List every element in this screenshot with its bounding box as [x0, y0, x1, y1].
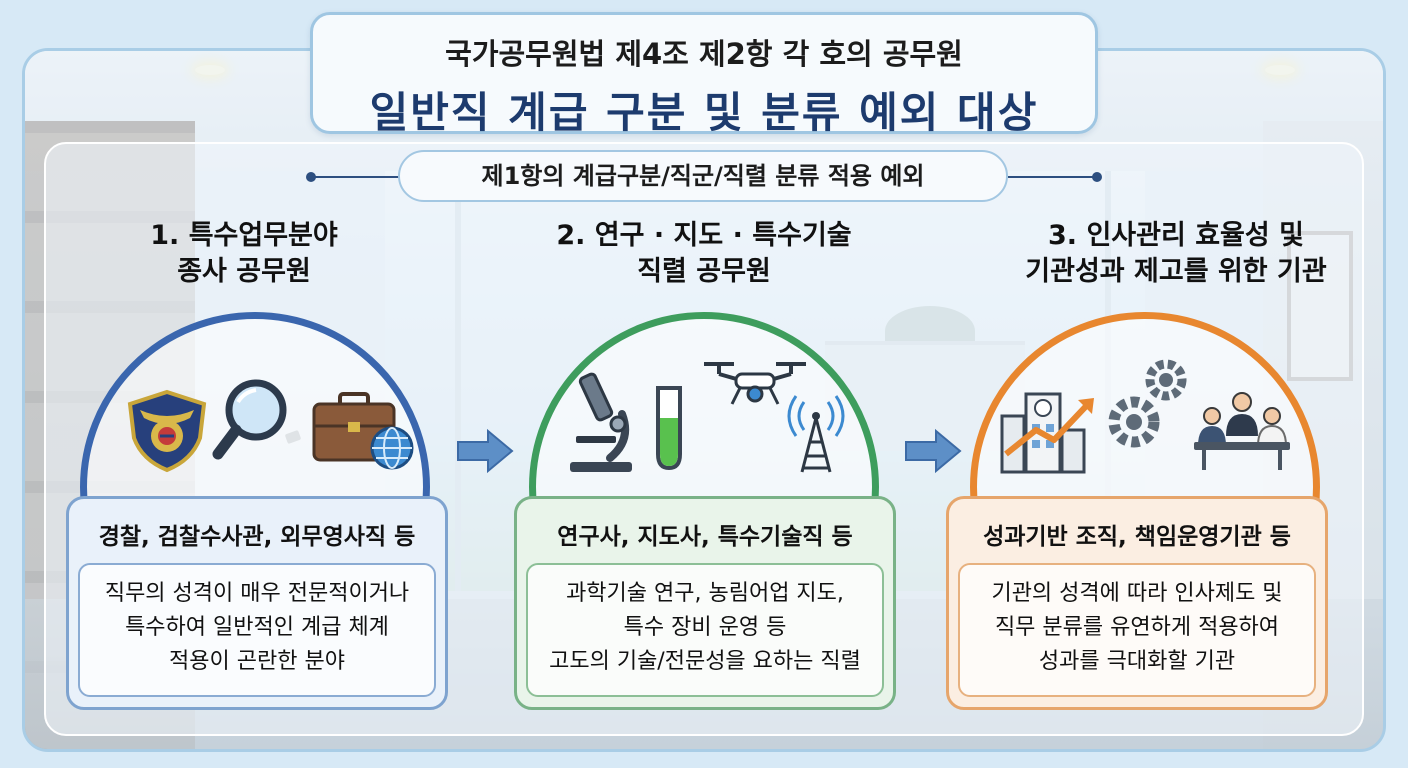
radio-tower-icon: [787, 395, 845, 473]
column-1-title-line: 종사 공무원: [177, 256, 311, 287]
column-2-description-line: 과학기술 연구, 농림어업 지도,: [566, 581, 844, 606]
column-2-title: 2. 연구 · 지도 · 특수기술 직렬 공무원: [524, 218, 884, 290]
subtitle-line-right: [1008, 176, 1096, 178]
police-badge-icon: [127, 389, 207, 473]
arrow-right-icon: [457, 428, 514, 474]
microscope-icon: [570, 372, 632, 472]
ceiling-light: [1265, 65, 1295, 75]
briefcase-globe-icon: [312, 392, 414, 470]
building-growth-icon: [1000, 392, 1094, 474]
column-1-description-line: 직무의 성격이 매우 전문적이거나: [104, 581, 410, 606]
column-2-description-line: 고도의 기술/전문성을 요하는 직렬: [549, 649, 861, 674]
subtitle-dot-right: [1092, 172, 1102, 182]
column-2-title-line: 2. 연구 · 지도 · 특수기술: [556, 220, 852, 251]
drone-icon: [704, 362, 806, 405]
test-tube-icon: [656, 386, 682, 471]
title-line-2: 일반직 계급 구분 및 분류 예외 대상: [369, 88, 1039, 137]
column-3-box: 성과기반 조직, 책임운영기관 등 기관의 성격에 따라 인사제도 및 직무 분…: [946, 496, 1328, 710]
magnifier-icon: [212, 379, 301, 460]
subtitle: 제1항의 계급구분/직군/직렬 분류 적용 예외: [398, 150, 1008, 202]
column-3-title-line: 3. 인사관리 효율성 및: [1048, 220, 1304, 251]
column-3-description-line: 성과를 극대화할 기관: [1038, 649, 1236, 674]
column-3-title: 3. 인사관리 효율성 및 기관성과 제고를 위한 기관: [976, 218, 1376, 290]
column-2-examples: 연구사, 지도사, 특수기술직 등: [557, 524, 853, 550]
column-2-description: 과학기술 연구, 농림어업 지도, 특수 장비 운영 등 고도의 기술/전문성을…: [526, 563, 884, 697]
column-1-description-line: 특수하여 일반적인 계급 체계: [125, 615, 389, 640]
subtitle-dot-left: [306, 172, 316, 182]
column-1-box: 경찰, 검찰수사관, 외무영사직 등 직무의 성격이 매우 전문적이거나 특수하…: [66, 496, 448, 710]
column-2-title-line: 직렬 공무원: [637, 256, 771, 287]
meeting-people-icon: [1194, 392, 1290, 470]
column-1-description-line: 적용이 곤란한 분야: [169, 649, 345, 674]
column-3-description-line: 직무 분류를 유연하게 적용하여: [994, 615, 1280, 640]
column-1-title: 1. 특수업무분야 종사 공무원: [64, 218, 424, 290]
title-card: 국가공무원법 제4조 제2항 각 호의 공무원 일반직 계급 구분 및 분류 예…: [310, 12, 1098, 137]
column-3-examples: 성과기반 조직, 책임운영기관 등: [983, 524, 1291, 550]
arrow-right-icon: [905, 428, 962, 474]
column-3-title-line: 기관성과 제고를 위한 기관: [1025, 256, 1327, 287]
column-3-description: 기관의 성격에 따라 인사제도 및 직무 분류를 유연하게 적용하여 성과를 극…: [958, 563, 1316, 697]
column-3-description-line: 기관의 성격에 따라 인사제도 및: [991, 581, 1283, 606]
column-1-title-line: 1. 특수업무분야: [150, 220, 338, 251]
subtitle-line-left: [312, 176, 400, 178]
gears-icon: [1108, 359, 1187, 448]
title-line-1: 국가공무원법 제4조 제2항 각 호의 공무원: [445, 37, 963, 71]
column-2-box: 연구사, 지도사, 특수기술직 등 과학기술 연구, 농림어업 지도, 특수 장…: [514, 496, 896, 710]
column-1-description: 직무의 성격이 매우 전문적이거나 특수하여 일반적인 계급 체계 적용이 곤란…: [78, 563, 436, 697]
column-2-description-line: 특수 장비 운영 등: [623, 615, 787, 640]
column-1-examples: 경찰, 검찰수사관, 외무영사직 등: [98, 524, 416, 550]
ceiling-light: [195, 65, 225, 75]
